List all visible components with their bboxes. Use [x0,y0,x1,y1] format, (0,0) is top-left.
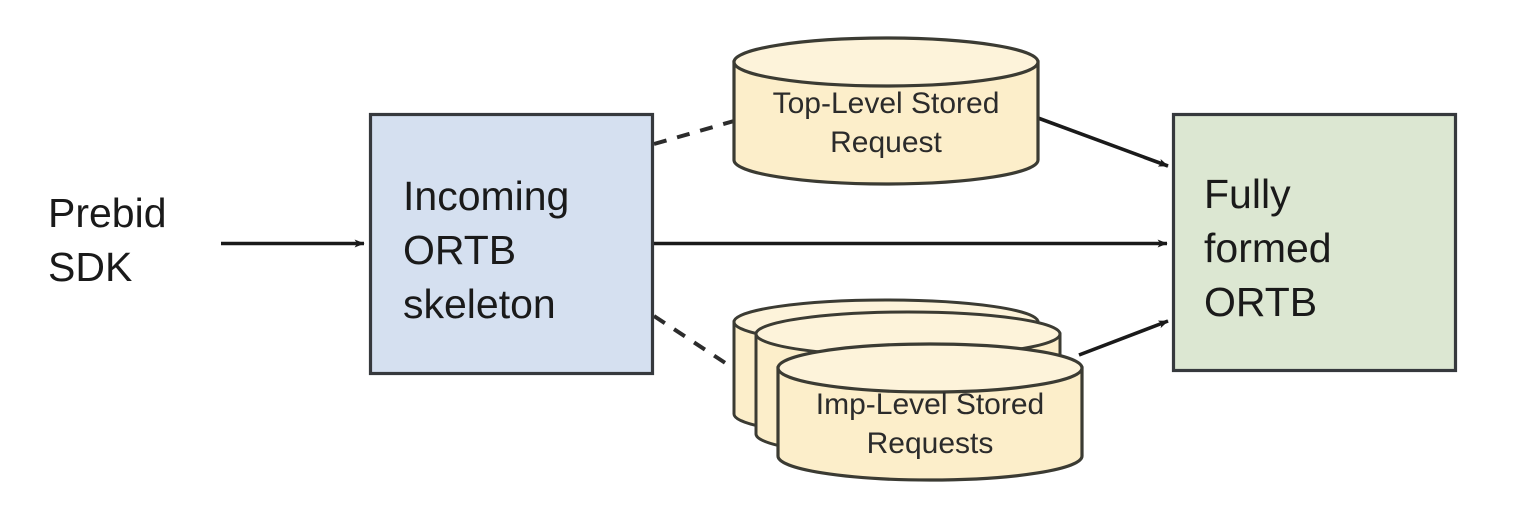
top-level-cylinder-body[interactable] [732,60,1040,186]
top-level-cylinder-top [732,36,1040,88]
edge-imp-level-to-ortb [1078,319,1169,357]
fully-formed-ortb-label-line2: formed [1204,225,1332,271]
prebid-sdk-label-line1: Prebid [48,190,167,236]
node-incoming-ortb-skeleton[interactable]: Incoming ORTB skeleton [368,112,655,376]
node-fully-formed-ortb[interactable]: Fully formed ORTB [1171,112,1458,373]
imp-level-cylinder-front[interactable]: Imp-Level Stored Requests [776,342,1084,482]
top-level-label-line2: Request [830,126,942,159]
incoming-ortb-skeleton-label-line3: skeleton [403,281,556,327]
edge-skeleton-to-top-level [653,119,735,146]
top-level-label-line1: Top-Level Stored [773,87,1000,120]
node-top-level-stored-request[interactable]: Top-Level Stored Request [732,36,1040,186]
node-prebid-sdk: Prebid SDK [48,190,167,290]
prebid-sdk-label-line2: SDK [48,244,132,290]
edge-skeleton-to-imp-level [652,314,741,374]
incoming-ortb-skeleton-label-line1: Incoming [403,173,569,219]
incoming-ortb-skeleton-box[interactable] [368,112,655,376]
imp-level-label-line1: Imp-Level Stored [816,388,1044,421]
imp-level-label-line2: Requests [867,427,994,460]
fully-formed-ortb-label-line1: Fully [1204,171,1291,217]
fully-formed-ortb-box[interactable] [1171,112,1458,373]
edge-top-level-to-ortb [1037,116,1169,168]
fully-formed-ortb-label-line3: ORTB [1204,279,1317,325]
node-imp-level-stored-requests[interactable]: Imp-Level Stored Requests [732,298,1084,482]
incoming-ortb-skeleton-label-line2: ORTB [403,227,516,273]
